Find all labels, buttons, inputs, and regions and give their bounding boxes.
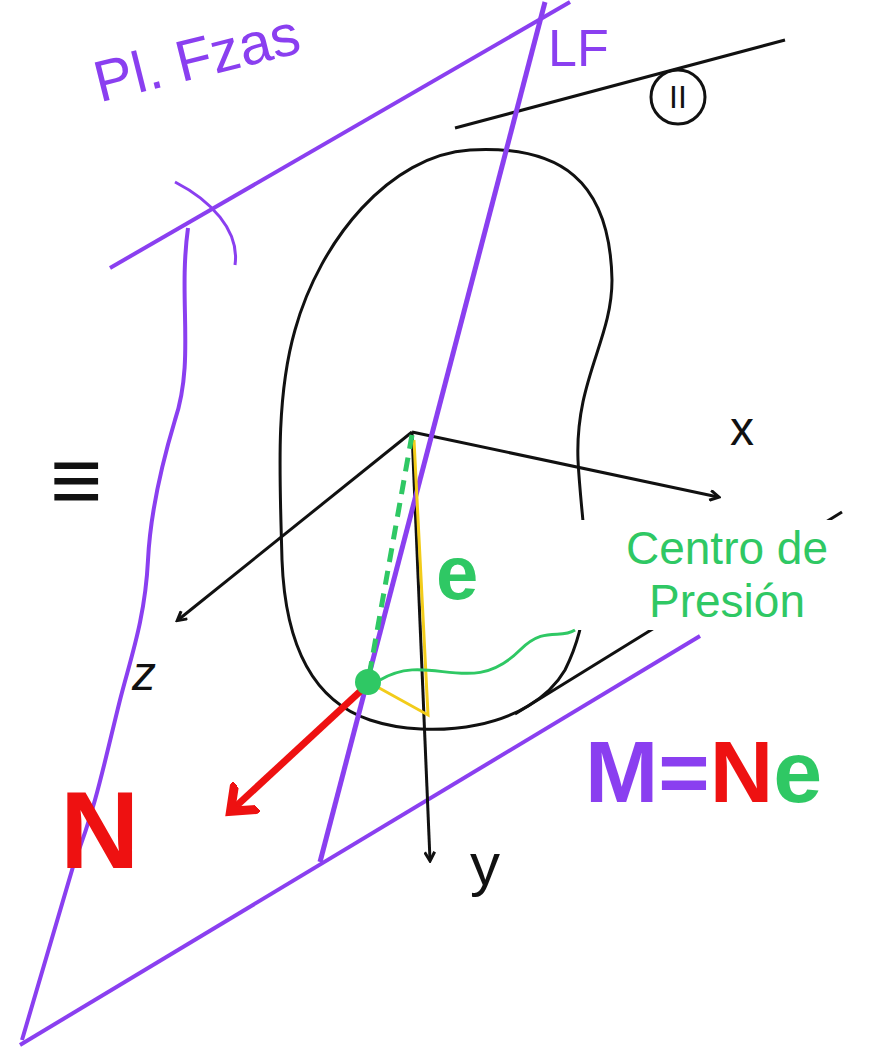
normal-force-arrow — [232, 686, 366, 810]
z-axis — [178, 432, 412, 620]
x-axis — [412, 432, 718, 497]
force-line — [320, 2, 545, 862]
pressure-center-dot — [355, 669, 381, 695]
plane-wavy-edge — [22, 228, 188, 1040]
axis-label: z — [132, 650, 156, 698]
force-label: N — [60, 775, 139, 885]
eccentricity-line — [368, 435, 412, 682]
edge-line — [455, 40, 785, 128]
equivalence-sign: ≡ — [50, 435, 103, 525]
eccentricity-label: e — [436, 535, 478, 611]
region-number: II — [669, 81, 687, 113]
projection-line — [372, 440, 428, 715]
leader-line — [380, 630, 575, 680]
moment-formula: M=Ne — [585, 728, 822, 816]
pressure-center-label: Centro de Presión — [578, 520, 876, 630]
axis-label: y — [470, 835, 500, 895]
line-label: LF — [548, 22, 609, 74]
axis-label: x — [730, 405, 754, 453]
plane-label: Pl. Fzas — [88, 4, 305, 111]
region-circle — [651, 70, 705, 124]
leader-line — [175, 182, 236, 265]
